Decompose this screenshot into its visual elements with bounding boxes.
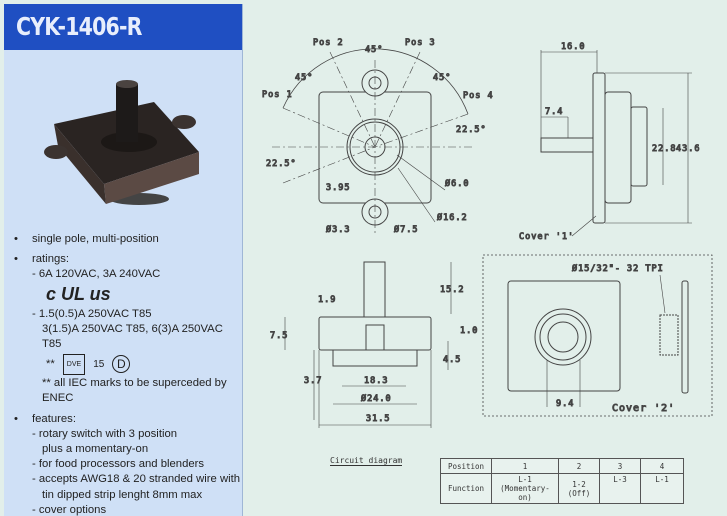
feature-1b: plus a momentary-on — [42, 443, 149, 456]
ratings-label: ratings: — [32, 253, 70, 266]
cover2-view — [482, 254, 713, 417]
cell-line: (Off) — [567, 488, 591, 498]
dim-label: Ø24.0 — [361, 393, 392, 404]
list-item: •single pole, multi-position — [14, 233, 159, 245]
product-panel: CYK-1406-R •single pole, multi-position … — [4, 4, 243, 516]
table-row: Function L-1(Momentary-on) 1-2(Off) L-3 … — [440, 473, 684, 504]
dim-label: Ø6.0 — [445, 178, 469, 189]
rating-iec-2: 3(1.5)A 250VAC T85, 6(3)A 250VAC T85 — [42, 322, 223, 351]
cover2-label: Cover '2' — [612, 403, 675, 414]
dim-label: Ø3.3 — [326, 224, 350, 235]
cell-line: L-1 — [518, 475, 532, 484]
dim-label: Ø7.5 — [394, 224, 418, 235]
list-item: •features: - rotary switch with 3 positi… — [10, 412, 244, 516]
ul-mark: c UL us — [32, 283, 244, 307]
dim-label: 31.5 — [366, 414, 390, 424]
pos1-label: Pos 1 — [262, 90, 293, 100]
table-cell: L-3 — [599, 473, 641, 504]
table-cell: 3 — [599, 458, 641, 474]
dim-label: 1.0 — [460, 326, 478, 336]
product-photo — [44, 80, 199, 205]
table-cell: L-1 — [640, 473, 684, 504]
features-label: features: — [32, 412, 76, 425]
rating-ul: - 6A 120VAC, 3A 240VAC — [32, 268, 161, 281]
table-cell: L-1(Momentary-on) — [491, 473, 559, 504]
table-header: Position — [440, 458, 492, 474]
list-item: •ratings: - 6A 120VAC, 3A 240VAC c UL us… — [10, 252, 244, 406]
pole-text: single pole, multi-position — [32, 233, 159, 245]
rating-iec-1: - 1.5(0.5)A 250VAC T85 — [32, 307, 152, 320]
enec-note: ** all IEC marks to be superceded by ENE… — [42, 377, 227, 405]
position-function-table: Position 1 2 3 4 Function L-1(Momentary-… — [440, 458, 684, 504]
table-cell: 2 — [558, 458, 600, 474]
table-row: Position 1 2 3 4 — [440, 458, 684, 474]
side-view — [540, 50, 692, 237]
semko-mark-icon: 15 — [93, 358, 105, 370]
front-view — [272, 48, 475, 235]
cell-line: (Momentary-on) — [500, 484, 550, 502]
dim-label: 15.2 — [440, 285, 464, 295]
cover1-label: Cover '1' — [519, 232, 574, 242]
dim-label: 7.4 — [545, 107, 563, 117]
dim-label: 1.9 — [318, 295, 336, 305]
feature-2: - for food processors and blenders — [32, 458, 205, 471]
circuit-diagram-label: Circuit diagram — [330, 456, 403, 466]
cell-line: 1-2 — [572, 479, 586, 489]
dim-label: 18.3 — [364, 376, 388, 386]
angle-label: 22.5° — [266, 159, 297, 169]
pos2-label: Pos 2 — [313, 38, 344, 48]
dim-label: Ø16.2 — [437, 212, 468, 223]
elevation-view — [284, 261, 452, 428]
pos3-label: Pos 3 — [405, 38, 436, 48]
dim-label: 4.5 — [443, 355, 461, 365]
marks-prefix: ** — [46, 357, 55, 370]
title-bar: CYK-1406-R — [4, 4, 242, 50]
iec-marks: ** DVE 15 D — [32, 352, 244, 376]
feature-1: - rotary switch with 3 position — [32, 427, 178, 440]
angle-label: 45° — [365, 45, 383, 55]
dim-label: 7.5 — [270, 331, 288, 341]
feature-list: •single pole, multi-position •ratings: -… — [10, 232, 244, 516]
pos4-label: Pos 4 — [463, 91, 494, 101]
dim-label: 22.8 — [652, 144, 676, 154]
table-cell: 1 — [491, 458, 559, 474]
table-cell: 1-2(Off) — [558, 473, 600, 504]
dim-label: 3.95 — [326, 183, 350, 193]
table-cell: 4 — [640, 458, 684, 474]
feature-3: - accepts AWG18 & 20 stranded wire with — [32, 473, 241, 486]
angle-label: 45° — [295, 73, 313, 83]
ul-logo-icon: c UL us — [46, 284, 111, 304]
vde-mark-icon: DVE — [62, 353, 86, 375]
dim-label: 16.0 — [561, 42, 585, 52]
dim-label: 43.6 — [676, 144, 700, 154]
angle-label: 22.5° — [456, 125, 487, 135]
angle-label: 45° — [433, 73, 451, 83]
table-header: Function — [440, 473, 492, 504]
dim-label: 3.7 — [304, 376, 322, 386]
feature-3b: tin dipped strip lenght 8mm max — [42, 488, 203, 501]
thread-label: Ø15/32"- 32 TPI — [572, 263, 664, 274]
product-title: CYK-1406-R — [16, 12, 142, 41]
demko-mark-icon: D — [112, 355, 131, 374]
dim-label: 9.4 — [556, 399, 574, 409]
feature-4: - cover options — [32, 503, 107, 516]
